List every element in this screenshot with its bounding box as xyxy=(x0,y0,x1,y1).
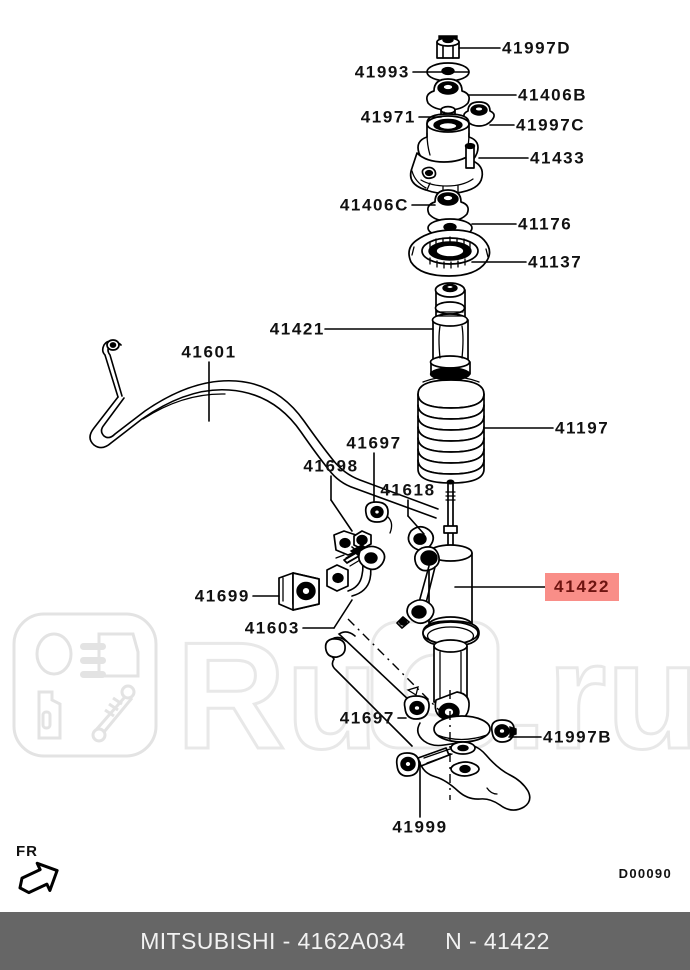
callout-label-41603: 41603 xyxy=(244,618,300,638)
callout-label-41997B: 41997B xyxy=(543,727,613,747)
part-41422-shock-absorber xyxy=(422,479,480,722)
footer-group: N xyxy=(445,927,463,954)
fr-label: FR xyxy=(16,843,38,860)
part-41697-nut-lower xyxy=(403,695,430,720)
callout-label-41433: 41433 xyxy=(530,148,586,168)
callout-label-41137: 41137 xyxy=(528,252,583,272)
footer-caption: MITSUBISHI - 4162A034 N - 41422 xyxy=(140,928,550,955)
callout-label-41699: 41699 xyxy=(194,586,250,606)
footer-brand: MITSUBISHI xyxy=(140,927,276,954)
drawing-code: D00090 xyxy=(618,866,672,881)
callout-label-41406C: 41406C xyxy=(339,195,409,215)
callout-label-41971: 41971 xyxy=(360,107,416,127)
orientation-marker: FR xyxy=(14,843,74,899)
callout-label-41993: 41993 xyxy=(354,62,410,82)
part-41421-dust-cover xyxy=(429,282,471,381)
callout-label-41997D: 41997D xyxy=(502,38,572,58)
footer-bar: MITSUBISHI - 4162A034 N - 41422 xyxy=(0,912,690,970)
part-41137-spring-seat xyxy=(408,229,491,277)
part-41697-nut-upper xyxy=(364,501,393,534)
callout-label-41999: 41999 xyxy=(392,817,448,837)
part-lower-control-arm xyxy=(324,618,531,811)
part-41997B-nut xyxy=(490,719,517,743)
part-41197-coil-spring xyxy=(417,376,485,484)
callout-label-41697-upper: 41697 xyxy=(346,433,402,453)
callout-label-41422: 41422 xyxy=(545,573,620,601)
leader-lines xyxy=(208,47,554,818)
callout-label-41176: 41176 xyxy=(518,214,573,234)
callout-label-41698: 41698 xyxy=(303,456,359,476)
fr-arrow-icon xyxy=(18,861,59,895)
callout-label-41601: 41601 xyxy=(181,342,237,362)
footer-separator: - xyxy=(282,927,291,954)
part-41433-strut-mount xyxy=(409,113,484,195)
callout-label-41406B: 41406B xyxy=(518,85,588,105)
part-41406B-bushing xyxy=(426,78,470,111)
part-41601-stabilizer-bar xyxy=(89,339,439,519)
part-41997D-nut xyxy=(436,35,460,59)
part-41999-bolt xyxy=(395,741,476,777)
footer-diagram-no: 4162A034 xyxy=(297,927,406,954)
callout-label-41618: 41618 xyxy=(380,480,436,500)
part-41699-bushing xyxy=(278,572,320,611)
footer-group-separator: - xyxy=(468,927,478,954)
footer-part-no: 41422 xyxy=(483,927,550,954)
part-41997C-nut xyxy=(463,101,495,127)
callout-label-41421: 41421 xyxy=(269,319,325,339)
part-41618-stabilizer-link xyxy=(357,525,440,629)
callout-label-41197: 41197 xyxy=(555,418,610,438)
callout-label-41697-lower: 41697 xyxy=(339,708,395,728)
callout-label-41997C: 41997C xyxy=(516,115,586,135)
